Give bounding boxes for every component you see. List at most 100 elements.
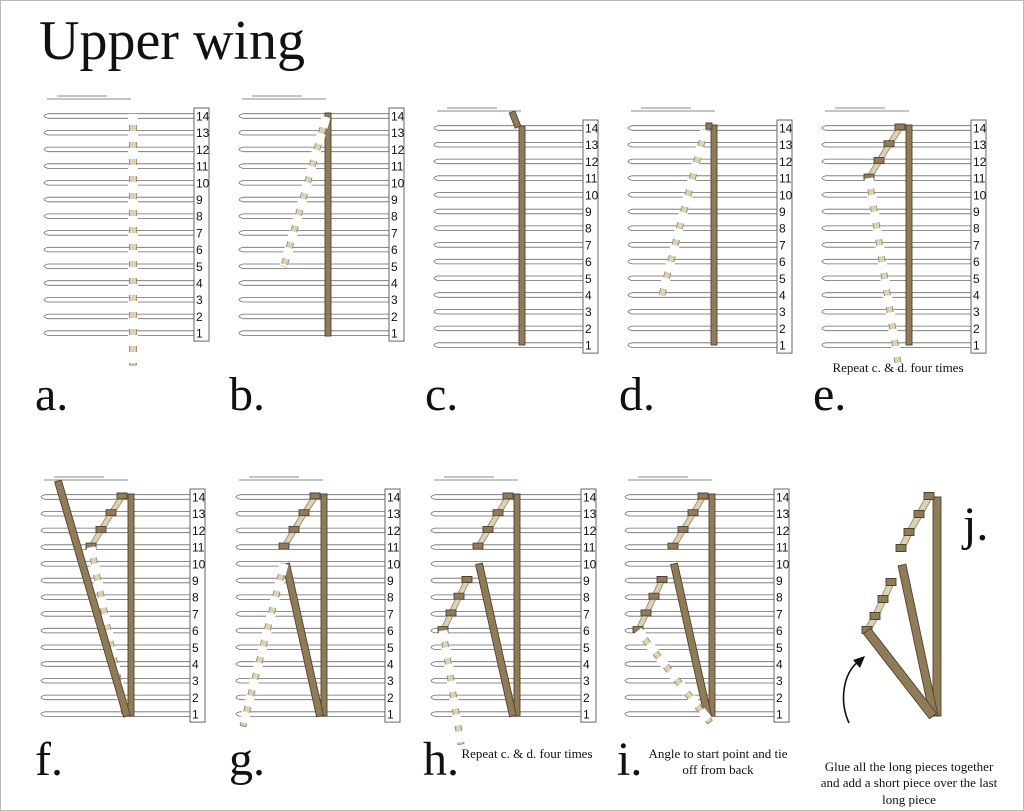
step-label-i: i. [617, 733, 643, 786]
short-piece [492, 509, 504, 517]
step-label-e: e. [813, 368, 847, 421]
short-piece [697, 492, 709, 500]
row-number: 11 [583, 541, 596, 555]
row-number: 1 [776, 708, 783, 722]
wing-spar [324, 112, 332, 337]
short-piece [656, 576, 668, 583]
skewer [430, 661, 582, 667]
row-number: 8 [192, 591, 199, 605]
wing-spar [710, 124, 718, 346]
step-label-g: g. [229, 733, 265, 786]
row-number: 2 [973, 322, 980, 336]
skewer [433, 258, 584, 265]
row-number-strip [193, 107, 210, 342]
short-piece [903, 528, 915, 536]
row-number: 3 [387, 674, 394, 688]
short-piece [309, 492, 321, 500]
skewer [433, 158, 584, 165]
short-piece [923, 492, 935, 500]
row-number: 10 [192, 557, 206, 571]
row-number: 12 [585, 155, 599, 169]
caption-e: Repeat c. & d. four times [832, 360, 964, 375]
skewer [40, 627, 191, 634]
skewer [821, 192, 972, 198]
skewer [624, 627, 775, 634]
skewer [40, 611, 191, 617]
row-number: 8 [391, 210, 398, 224]
row-number: 3 [779, 305, 786, 319]
row-number: 13 [583, 507, 597, 521]
page-title: Upper wing [39, 10, 305, 72]
skewer [627, 158, 778, 165]
row-number: 5 [779, 272, 786, 286]
skewer [430, 627, 582, 634]
skewer [43, 130, 195, 136]
skewer [430, 644, 582, 650]
skewer [627, 225, 778, 231]
row-number: 7 [583, 607, 590, 621]
skewer [40, 694, 191, 701]
skewer [43, 297, 195, 303]
long-piece [282, 562, 324, 718]
skewer [821, 325, 972, 332]
row-number: 6 [779, 255, 786, 269]
skewer [627, 192, 778, 198]
short-piece [95, 525, 107, 533]
skewer [627, 275, 778, 281]
short-piece [445, 609, 457, 617]
skewer [821, 142, 972, 148]
row-number: 8 [387, 591, 394, 605]
row-number: 5 [391, 260, 398, 274]
row-number: 9 [973, 205, 980, 219]
short-piece [885, 578, 897, 586]
skewer [235, 611, 386, 617]
row-number: 11 [779, 172, 792, 186]
short-piece [895, 544, 907, 552]
skewer [238, 297, 390, 303]
wing-spar [320, 493, 328, 717]
skewer [821, 208, 972, 215]
skewer [433, 192, 584, 198]
skewer [235, 711, 386, 717]
long-piece [862, 627, 938, 720]
row-number: 2 [196, 310, 203, 324]
skewer [40, 711, 191, 717]
short-piece [288, 525, 300, 533]
short-piece [883, 140, 895, 148]
row-number: 14 [192, 491, 206, 505]
short-piece [105, 509, 117, 517]
row-number: 5 [776, 641, 783, 655]
step-label-f: f. [35, 733, 63, 786]
skewer [821, 292, 972, 298]
skewer [238, 130, 390, 136]
row-number: 6 [192, 624, 199, 638]
short-piece [667, 542, 679, 550]
row-number: 4 [973, 289, 980, 303]
skewer [40, 577, 191, 584]
panel-j [842, 492, 942, 724]
row-number: 11 [776, 541, 789, 555]
skewer [433, 309, 584, 315]
row-number: 11 [973, 172, 986, 186]
row-number: 6 [973, 255, 980, 269]
skewer [430, 577, 582, 584]
row-number: 9 [192, 574, 199, 588]
skewer [238, 180, 390, 186]
row-number: 10 [585, 188, 599, 202]
short-piece [869, 612, 881, 620]
row-number: 9 [391, 193, 398, 207]
skewer [430, 561, 582, 567]
skewer [821, 158, 972, 165]
skewer [821, 242, 972, 248]
skewer [433, 342, 584, 348]
row-number: 4 [779, 289, 786, 303]
short-piece [482, 525, 494, 533]
row-number: 13 [973, 138, 987, 152]
skewer [821, 309, 972, 315]
row-number: 14 [776, 491, 790, 505]
diagonal-piece-light-gap [438, 629, 466, 745]
skewer [624, 644, 775, 650]
